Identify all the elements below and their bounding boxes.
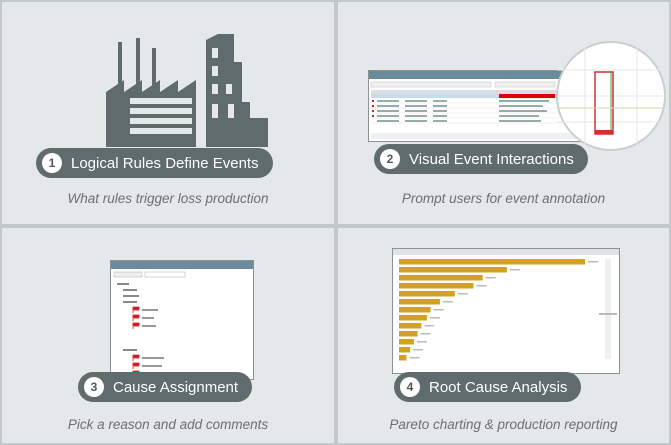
pareto-bar-label [420,333,431,335]
pareto-bar [399,355,407,361]
step-number: 4 [400,377,420,397]
feature-title: Cause Assignment [113,378,239,396]
feature-caption: What rules trigger loss production [67,191,269,206]
step-number: 1 [42,153,62,173]
pareto-bar [399,331,418,337]
feature-title: Logical Rules Define Events [71,154,259,172]
magnifier-icon [556,41,666,151]
feature-caption: Prompt users for event annotation [401,191,606,206]
pareto-bar-label [433,309,444,311]
panel-logical-rules: 1 Logical Rules Define Events What rules… [0,0,336,226]
step-number: 3 [84,377,104,397]
feature-pill: 1 Logical Rules Define Events [36,148,273,178]
pareto-bar-label [485,277,496,279]
pareto-bar [399,267,507,273]
pareto-bar [399,315,427,321]
feature-pill: 3 Cause Assignment [78,372,253,402]
pareto-bar-label [442,301,453,303]
pareto-bar-label [457,293,468,295]
feature-caption: Pareto charting & production reporting [389,417,618,432]
pareto-bar [399,275,483,281]
pareto-bar-label [416,341,427,343]
pareto-bar [399,291,455,297]
pareto-bar-label [413,349,424,351]
pareto-screenshot [392,248,620,374]
panel-cause-assignment: 3 Cause Assignment Pick a reason and add… [0,226,336,445]
pareto-bar [399,259,585,265]
feature-pill: 2 Visual Event Interactions [374,144,588,174]
pareto-bar-label [588,261,598,263]
pareto-bar-label [509,269,520,271]
reason-tree-screenshot [110,260,254,380]
feature-caption: Pick a reason and add comments [67,417,269,432]
pareto-bar [399,339,414,345]
feature-pill: 4 Root Cause Analysis [394,372,582,402]
pareto-bar-label [476,285,487,287]
pareto-bar [399,307,431,313]
pareto-bar [399,347,411,353]
feature-title: Root Cause Analysis [429,378,568,396]
step-number: 2 [380,149,400,169]
pareto-bar-label [409,357,420,359]
pareto-bar [399,283,474,289]
pareto-bar-label [429,317,440,319]
pareto-bar [399,299,440,305]
pareto-bar [399,323,422,329]
panel-visual-events: 2 Visual Event Interactions Prompt users… [336,0,671,226]
panel-root-cause: 4 Root Cause Analysis Pareto charting & … [336,226,671,445]
reason-tree [113,271,186,377]
pareto-chart [393,255,619,373]
feature-title: Visual Event Interactions [409,150,574,168]
factory-icon [106,34,268,147]
flag-icon [132,306,140,377]
pareto-bar-label [424,325,435,327]
